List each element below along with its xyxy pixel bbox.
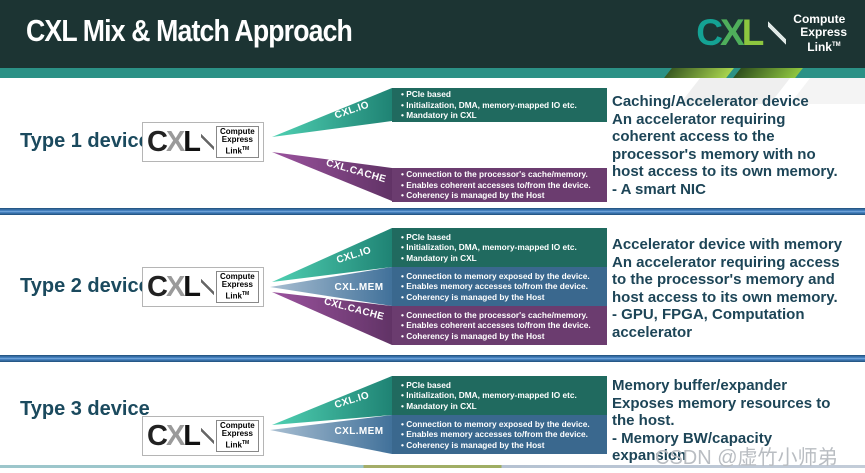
bullet-item: Enables memory accesses to/from the devi… bbox=[401, 429, 607, 440]
protocol-fan bbox=[270, 376, 392, 454]
logo-word-link: LinkTM bbox=[807, 39, 841, 54]
cxl-logo-letters: CXL bbox=[147, 420, 201, 452]
bullet-item: Mandatory in CXL bbox=[401, 401, 607, 412]
type1-description: Caching/Accelerator device An accelerato… bbox=[612, 93, 838, 198]
cxl-logo-color: CXL Compute Express LinkTM bbox=[696, 9, 847, 57]
bullet-item: Coherency is managed by the Host bbox=[401, 190, 607, 201]
slide-header: CXL Mix & Match Approach CXL Compute Exp… bbox=[0, 0, 865, 68]
bullet-item: PCIe based bbox=[401, 380, 607, 391]
logo-letter-l: L bbox=[741, 12, 765, 53]
bullet-item: Enables coherent accesses to/from the de… bbox=[401, 320, 607, 331]
type1-label: Type 1 device bbox=[20, 130, 150, 152]
bullet-item: Coherency is managed by the Host bbox=[401, 440, 607, 451]
logo-slash-icon bbox=[201, 420, 215, 452]
logo-slash-icon bbox=[201, 126, 215, 158]
protocol-fan bbox=[270, 228, 392, 345]
cxl-mem-bar: Connection to memory exposed by the devi… bbox=[392, 415, 607, 454]
bullet-item: Initialization, DMA, memory-mapped IO et… bbox=[401, 242, 607, 253]
bullet-item: Coherency is managed by the Host bbox=[401, 292, 607, 303]
cxl-logo-letters: CXL bbox=[147, 271, 201, 303]
cxl-io-bar: PCIe basedInitialization, DMA, memory-ma… bbox=[392, 88, 607, 122]
type3-description: Memory buffer/expander Exposes memory re… bbox=[612, 377, 831, 464]
logo-slash-icon bbox=[768, 10, 787, 56]
type2-description: Accelerator device with memory An accele… bbox=[612, 236, 843, 341]
bullet-item: Connection to the processor's cache/memo… bbox=[401, 310, 607, 321]
cxl-cache-bar: Connection to the processor's cache/memo… bbox=[392, 306, 607, 345]
cxl-logo-letters: CXL bbox=[147, 126, 201, 158]
logo-letter-c: C bbox=[696, 12, 723, 53]
bullet-item: Enables coherent accesses to/from the de… bbox=[401, 180, 607, 191]
bullet-item: PCIe based bbox=[401, 89, 607, 100]
bullet-item: Mandatory in CXL bbox=[401, 110, 607, 121]
logo-word-express: Express bbox=[800, 24, 847, 39]
type2-label: Type 2 device bbox=[20, 275, 150, 297]
green-accent-stripe bbox=[733, 68, 803, 78]
page-title: CXL Mix & Match Approach bbox=[26, 13, 353, 48]
section-divider bbox=[0, 208, 865, 215]
section-divider bbox=[0, 355, 865, 362]
bottom-accent-strip bbox=[0, 465, 865, 468]
cxl-io-bar: PCIe basedInitialization, DMA, memory-ma… bbox=[392, 376, 607, 415]
bullet-item: Connection to the processor's cache/memo… bbox=[401, 169, 607, 180]
protocol-fan bbox=[272, 88, 392, 201]
header-accent-band bbox=[0, 68, 865, 78]
cxl-cache-bar: Connection to the processor's cache/memo… bbox=[392, 168, 607, 202]
logo-word-compute: Compute bbox=[793, 11, 846, 26]
watermark: CSDN @虚竹小师弟 bbox=[655, 447, 838, 469]
bullet-item: Coherency is managed by the Host bbox=[401, 331, 607, 342]
cxl-mem-bar: Connection to memory exposed by the devi… bbox=[392, 267, 607, 306]
green-accent-stripe bbox=[664, 68, 734, 78]
cxl-io-bar: PCIe basedInitialization, DMA, memory-ma… bbox=[392, 228, 607, 267]
cxl-mem-ribbon-label: CXL.MEM bbox=[334, 282, 384, 293]
logo-letter-x: X bbox=[720, 12, 745, 53]
bullet-item: Initialization, DMA, memory-mapped IO et… bbox=[401, 100, 607, 111]
type3-label: Type 3 device bbox=[20, 398, 150, 420]
bullet-item: Connection to memory exposed by the devi… bbox=[401, 271, 607, 282]
bullet-item: Enables memory accesses to/from the devi… bbox=[401, 281, 607, 292]
bullet-item: PCIe based bbox=[401, 232, 607, 243]
cxl-logo-letters: CXL bbox=[696, 9, 765, 57]
cxl-mem-ribbon-label: CXL.MEM bbox=[334, 426, 384, 437]
logo-slash-icon bbox=[201, 271, 215, 303]
logo-wordmark: Compute Express LinkTM bbox=[793, 11, 847, 54]
bullet-item: Initialization, DMA, memory-mapped IO et… bbox=[401, 390, 607, 401]
bullet-item: Connection to memory exposed by the devi… bbox=[401, 419, 607, 430]
bullet-item: Mandatory in CXL bbox=[401, 253, 607, 264]
